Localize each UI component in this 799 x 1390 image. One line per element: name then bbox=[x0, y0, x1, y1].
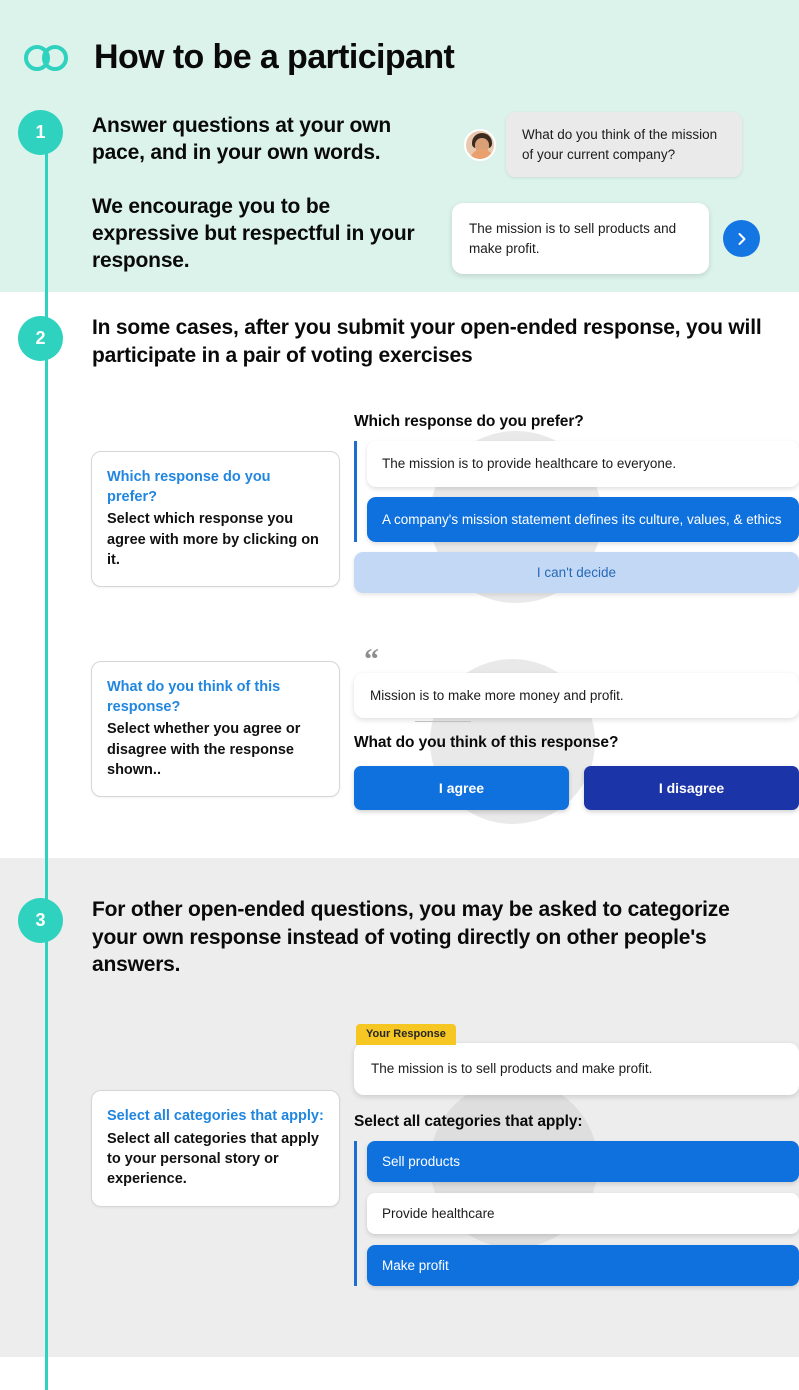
step-number-1: 1 bbox=[18, 110, 63, 155]
category-option-2[interactable]: Provide healthcare bbox=[367, 1192, 799, 1234]
categories-group: Sell products Provide healthcare Make pr… bbox=[354, 1140, 799, 1286]
user-avatar bbox=[464, 128, 496, 161]
chat-question-row: What do you think of the mission of your… bbox=[464, 112, 799, 178]
step-3-heading: For other open-ended questions, you may … bbox=[92, 898, 730, 976]
example-prefer: Which response do you prefer? Select whi… bbox=[0, 413, 799, 604]
info-card-categories: Select all categories that apply: Select… bbox=[91, 1090, 340, 1207]
connector-line bbox=[415, 721, 471, 723]
step-1: 1 Answer questions at your own pace, and… bbox=[0, 108, 799, 275]
info-card-subtitle: Select whether you agree or disagree wit… bbox=[107, 721, 301, 778]
example-agree-panel: “ Mission is to make more money and prof… bbox=[340, 643, 799, 811]
your-response-card: The mission is to sell products and make… bbox=[354, 1043, 799, 1095]
prefer-option-2[interactable]: A company's mission statement defines it… bbox=[367, 496, 799, 543]
step-1-heading-b: We encourage you to be expressive but re… bbox=[92, 194, 415, 273]
info-card-agree: What do you think of this response? Sele… bbox=[91, 661, 340, 798]
panel-title-prefer: Which response do you prefer? bbox=[354, 413, 584, 431]
option-accent-bar bbox=[354, 441, 357, 543]
section-step-1: How to be a participant 1 Answer questio… bbox=[0, 0, 799, 293]
chat-answer-input[interactable]: The mission is to sell products and make… bbox=[452, 203, 709, 275]
section-step-3: 3 For other open-ended questions, you ma… bbox=[0, 858, 799, 1357]
page-header: How to be a participant bbox=[0, 0, 799, 108]
example-prefer-panel: Which response do you prefer? The missio… bbox=[340, 413, 799, 594]
example-agree-card-col: What do you think of this response? Sele… bbox=[0, 651, 340, 798]
quoted-response: Mission is to make more money and profit… bbox=[354, 673, 799, 719]
category-option-3[interactable]: Make profit bbox=[367, 1244, 799, 1286]
prefer-option-1[interactable]: The mission is to provide healthcare to … bbox=[367, 441, 799, 487]
infinity-logo-icon bbox=[18, 30, 74, 86]
step-number-2: 2 bbox=[18, 316, 63, 362]
prefer-options-group: The mission is to provide healthcare to … bbox=[354, 441, 799, 543]
panel-title-categories: Select all categories that apply: bbox=[354, 1112, 583, 1130]
your-response-badge: Your Response bbox=[356, 1024, 456, 1046]
example-categories-card-col: Select all categories that apply: Select… bbox=[0, 1022, 340, 1207]
step-1-chat-demo: What do you think of the mission of your… bbox=[452, 108, 799, 275]
example-categories: Select all categories that apply: Select… bbox=[0, 1022, 799, 1357]
chevron-right-icon[interactable] bbox=[723, 220, 760, 258]
panel-title-agree: What do you think of this response? bbox=[354, 734, 619, 752]
chat-question-bubble: What do you think of the mission of your… bbox=[506, 112, 742, 178]
category-option-1[interactable]: Sell products bbox=[367, 1140, 799, 1182]
step-number-3: 3 bbox=[18, 898, 63, 944]
info-card-subtitle: Select all categories that apply to your… bbox=[107, 1130, 319, 1188]
info-card-title: Select all categories that apply: bbox=[107, 1108, 324, 1125]
disagree-button[interactable]: I disagree bbox=[584, 766, 799, 811]
step-1-text: Answer questions at your own pace, and i… bbox=[92, 108, 452, 274]
agree-button[interactable]: I agree bbox=[354, 766, 569, 811]
step-2-heading: In some cases, after you submit your ope… bbox=[92, 316, 762, 367]
page-title: How to be a participant bbox=[94, 38, 455, 77]
info-card-title: Which response do you prefer? bbox=[107, 469, 271, 505]
step-1-heading-a: Answer questions at your own pace, and i… bbox=[92, 114, 391, 165]
prefer-option-undecided[interactable]: I can't decide bbox=[354, 552, 799, 594]
quote-mark-icon: “ bbox=[364, 643, 379, 677]
section-step-2: 2 In some cases, after you submit your o… bbox=[0, 292, 799, 859]
agree-disagree-row: I agree I disagree bbox=[354, 766, 799, 811]
step-2: 2 In some cases, after you submit your o… bbox=[0, 292, 799, 369]
example-agree: What do you think of this response? Sele… bbox=[0, 643, 799, 858]
timeline-rail bbox=[45, 152, 48, 1390]
chat-answer-row: The mission is to sell products and make… bbox=[452, 203, 799, 275]
option-accent-bar bbox=[354, 1140, 357, 1286]
info-card-prefer: Which response do you prefer? Select whi… bbox=[91, 451, 340, 588]
info-card-title: What do you think of this response? bbox=[107, 679, 281, 715]
step-3: 3 For other open-ended questions, you ma… bbox=[0, 858, 799, 978]
example-categories-panel: Your Response The mission is to sell pro… bbox=[340, 1022, 799, 1297]
example-prefer-card-col: Which response do you prefer? Select whi… bbox=[0, 413, 340, 588]
info-card-subtitle: Select which response you agree with mor… bbox=[107, 511, 319, 568]
